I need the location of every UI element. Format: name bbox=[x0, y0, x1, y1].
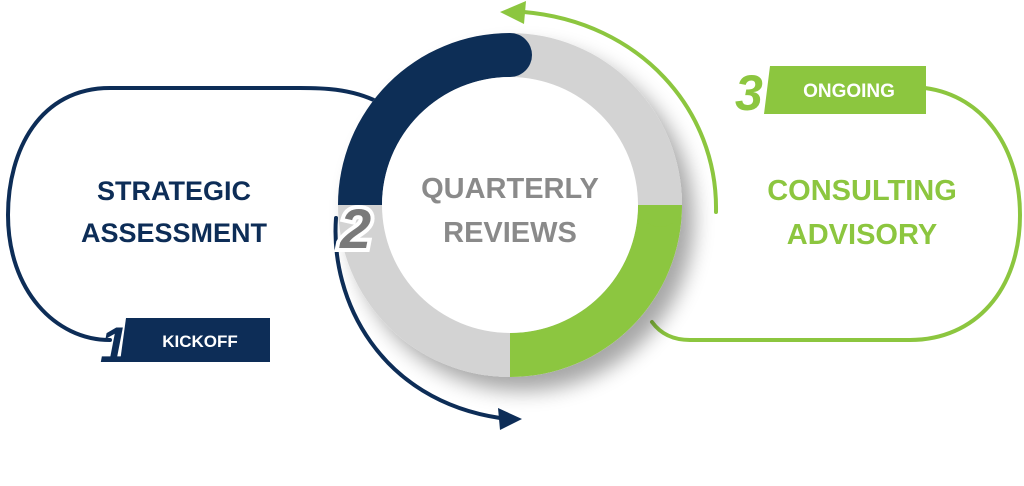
center-ring bbox=[338, 33, 682, 377]
step-2-title-line-2: REVIEWS bbox=[443, 217, 577, 249]
strategic-loop-outline bbox=[5, 86, 380, 342]
step-3-title-line-1: CONSULTING bbox=[767, 175, 957, 207]
arrow-right-icon bbox=[498, 408, 522, 430]
step-3-title-line-2: ADVISORY bbox=[787, 219, 937, 251]
consulting-loop-outline bbox=[650, 86, 1023, 342]
step-3-tag: ONGOING bbox=[803, 81, 895, 102]
step-3-number: 3 bbox=[735, 65, 763, 121]
arrow-1-to-2 bbox=[333, 216, 502, 420]
step-1-badge: 1 KICKOFF bbox=[100, 317, 270, 373]
ring-arc-green bbox=[510, 205, 682, 377]
step-1-title-line-2: ASSESSMENT bbox=[81, 218, 268, 248]
step-2-number-fill: 2 bbox=[339, 197, 371, 260]
step-2-number: 2 bbox=[339, 197, 371, 260]
step-1-number: 1 bbox=[100, 317, 128, 373]
step-2-title-line-1: QUARTERLY bbox=[421, 173, 599, 205]
step-3-badge: 3 3 ONGOING bbox=[731, 61, 926, 125]
arrow-3-to-top bbox=[522, 10, 719, 214]
step-3-number-fill: 3 bbox=[735, 65, 763, 121]
step-1-title-line-1: STRATEGIC bbox=[97, 176, 251, 206]
step-1-tag: KICKOFF bbox=[162, 332, 238, 351]
step-2-badge: 2 2 bbox=[335, 193, 375, 264]
arrow-left-icon bbox=[500, 1, 526, 24]
ring-arc-navy bbox=[338, 33, 510, 205]
